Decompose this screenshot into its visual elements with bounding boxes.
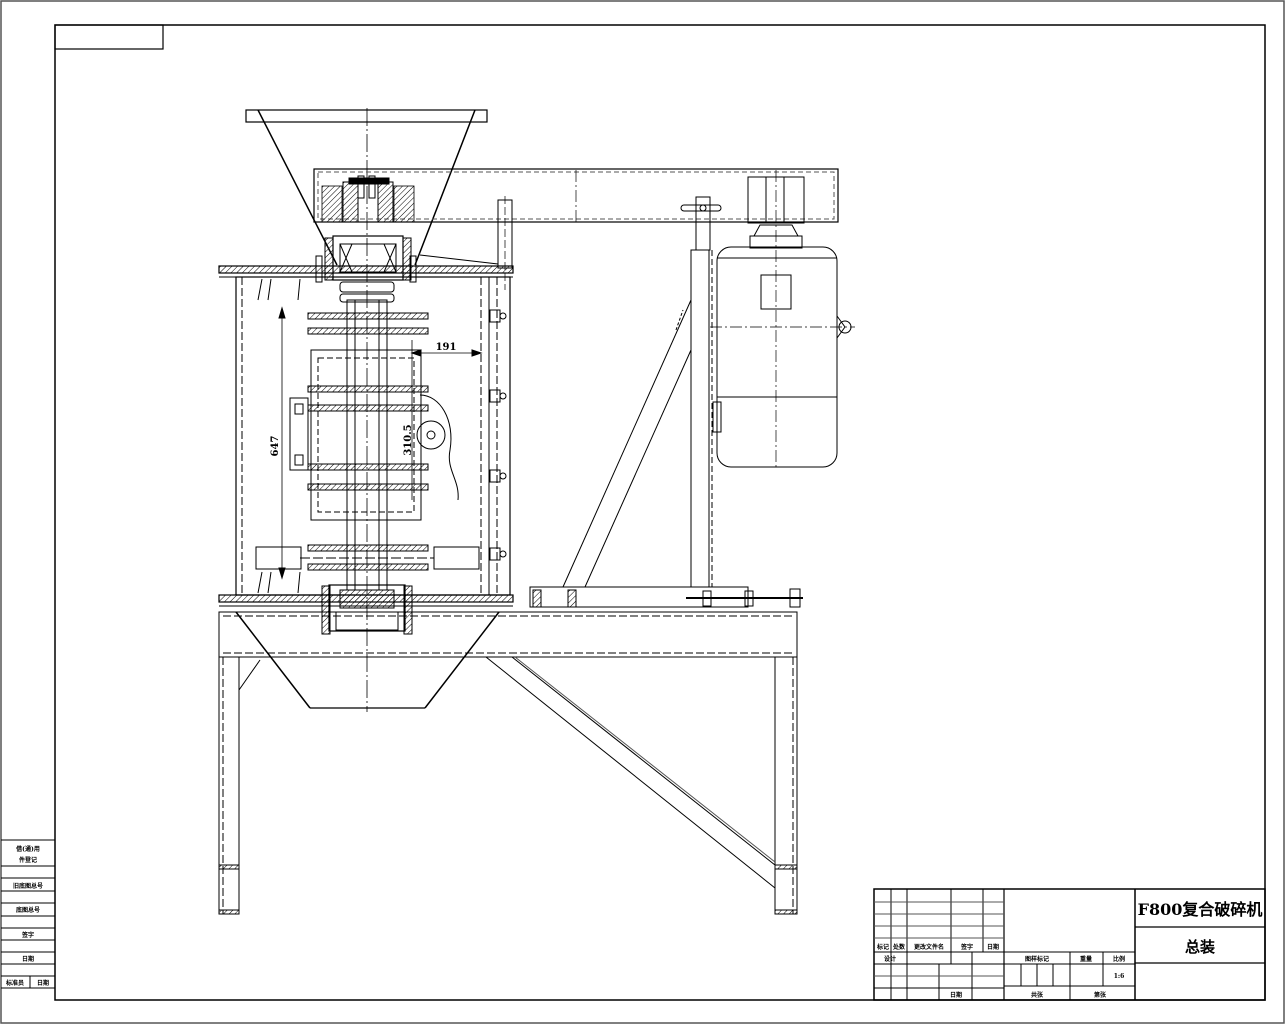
sheets-total-label: 共张 bbox=[1031, 991, 1044, 999]
side-block bbox=[1, 839, 55, 989]
electric-motor bbox=[710, 170, 855, 470]
bottom-plate bbox=[218, 594, 514, 603]
rev-header-count: 处数 bbox=[892, 943, 906, 951]
scale-value: 1:6 bbox=[1114, 973, 1125, 980]
hammer-assembly bbox=[289, 349, 459, 521]
dim-label-310-5: 310.5 bbox=[403, 424, 414, 455]
title-block bbox=[873, 888, 1266, 1001]
crusher-housing bbox=[235, 276, 511, 596]
design-label: 设计 bbox=[884, 955, 896, 963]
dim-647 bbox=[278, 306, 286, 580]
date-label: 日期 bbox=[950, 991, 962, 999]
side-row5: 日期 bbox=[22, 955, 34, 963]
side-row2: 旧底图总号 bbox=[13, 882, 43, 890]
crusher-assembly: 647 191 310.5 bbox=[218, 108, 839, 712]
stage-mark-label: 图样标记 bbox=[1025, 955, 1049, 963]
dim-191 bbox=[410, 340, 483, 500]
side-row3: 底图总号 bbox=[16, 906, 40, 914]
side-row1a: 借(通)用 bbox=[15, 845, 40, 853]
weight-label: 重量 bbox=[1080, 955, 1092, 963]
sheet-no-label: 第张 bbox=[1093, 991, 1107, 999]
discharge-chute bbox=[235, 611, 500, 709]
top-plate bbox=[218, 265, 514, 278]
dim-label-647: 647 bbox=[270, 436, 281, 457]
side-row6a: 标准员 bbox=[5, 979, 24, 987]
hammer-arms bbox=[255, 546, 480, 570]
top-bearing bbox=[315, 235, 417, 303]
drawing-title: F800复合破碎机 bbox=[1138, 900, 1263, 919]
wall-bolts bbox=[489, 309, 507, 561]
side-row1b: 件登记 bbox=[19, 856, 37, 864]
rev-header-date: 日期 bbox=[987, 943, 999, 951]
rev-header-change-doc: 更改文件名 bbox=[914, 943, 944, 951]
rotor-discs bbox=[307, 312, 429, 571]
base-frame bbox=[218, 611, 798, 915]
dim-label-191: 191 bbox=[436, 342, 457, 353]
motor-mount bbox=[419, 196, 803, 608]
side-row4: 签字 bbox=[21, 931, 34, 939]
belt-guard bbox=[313, 168, 839, 223]
feed-hopper bbox=[245, 109, 488, 266]
side-row6b: 日期 bbox=[37, 979, 49, 987]
rev-header-signature: 签字 bbox=[960, 943, 973, 951]
rev-header-mark: 标记 bbox=[876, 943, 889, 951]
drawing-subtitle: 总装 bbox=[1185, 938, 1216, 956]
scale-label: 比例 bbox=[1113, 955, 1125, 963]
